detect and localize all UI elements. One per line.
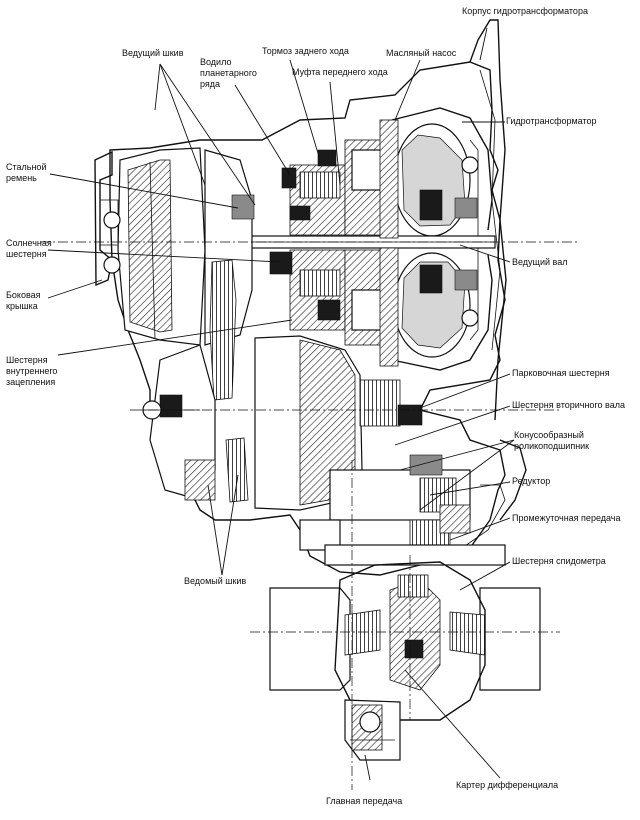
input-shaft-assembly xyxy=(249,119,496,367)
leader-lines xyxy=(47,27,515,781)
label-forward-clutch: Муфта переднего хода xyxy=(292,67,388,77)
label-reducer: Редуктор xyxy=(512,476,551,486)
label-steel-belt: Стальной ремень xyxy=(6,162,47,183)
label-idler-gear: Промежуточная передача xyxy=(512,513,621,523)
center-lines xyxy=(40,241,580,790)
label-input-shaft: Ведущий вал xyxy=(512,257,568,267)
label-torque-converter: Гидротрансформатор xyxy=(506,116,597,126)
label-final-drive: Главная передача xyxy=(326,796,403,806)
label-side-cover: Боковая крышка xyxy=(6,290,41,311)
label-taper-bearing: Конусообразный роликоподшипник xyxy=(514,430,590,451)
label-driven-pulley: Ведомый шкив xyxy=(184,576,247,586)
differential-graphic xyxy=(269,561,541,761)
label-oil-pump: Масляный насос xyxy=(386,48,457,58)
drive-pulley-graphic xyxy=(103,147,255,401)
label-reverse-brake: Тормоз заднего хода xyxy=(262,46,349,56)
label-converter-housing: Корпус гидротрансформатора xyxy=(462,6,588,16)
label-sun-gear: Солнечная шестерня xyxy=(6,238,52,259)
driven-pulley-graphic xyxy=(140,335,363,511)
label-drive-pulley: Ведущий шкив xyxy=(122,48,184,58)
label-parking-gear: Парковочная шестерня xyxy=(512,368,610,378)
label-differential-case: Картер дифференциала xyxy=(456,780,559,790)
torque-converter-graphic xyxy=(391,107,493,371)
label-output-shaft-gear: Шестерня вторичного вала xyxy=(512,400,625,410)
reduction-gear-train xyxy=(299,379,506,566)
label-ring-gear: Шестерня внутреннего зацепления xyxy=(6,355,58,387)
label-speedometer-gear: Шестерня спидометра xyxy=(512,556,606,566)
label-carrier: Водило планетарного ряда xyxy=(200,57,257,89)
